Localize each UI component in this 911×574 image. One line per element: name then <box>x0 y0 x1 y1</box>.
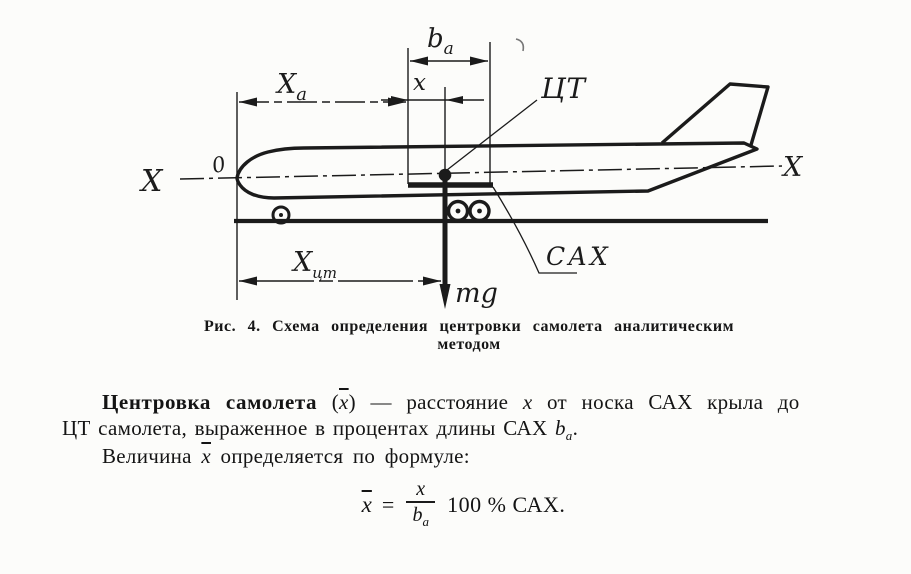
formula-fraction: x ba <box>406 478 436 533</box>
bold-term: Центровка самолета <box>102 390 318 414</box>
axis-x-left-label: X <box>139 164 164 199</box>
fraction-numerator: x <box>406 478 436 503</box>
mac-leader-line <box>492 186 577 274</box>
aircraft-centerline <box>179 165 783 180</box>
dimension-xcg: Xцт <box>239 247 441 286</box>
caption-line-1: Рис. 4. Схема определения центровки само… <box>204 318 734 335</box>
xa-label: Xa <box>275 69 307 105</box>
cg-leader-line <box>446 99 538 171</box>
cg-callout: ЦТ <box>446 72 587 171</box>
fraction-denominator: ba <box>412 504 429 529</box>
mg-label: mg <box>455 278 498 309</box>
axis-x-right-label: X <box>781 152 804 183</box>
dimension-xa: Xa <box>239 69 406 107</box>
figure-caption: Рис. 4. Схема определения центровки само… <box>27 318 911 354</box>
arrowhead-left-icon <box>239 276 257 286</box>
arrowhead-right-icon <box>423 276 441 286</box>
scan-artifact-mark <box>515 38 525 52</box>
formula-tail: 100 % САХ. <box>447 491 566 517</box>
origin-zero-label: 0 <box>210 152 228 178</box>
fuselage-outline <box>235 141 759 200</box>
figure-aircraft-cg-diagram: Xa ba x Xцт ЦТ <box>139 24 804 309</box>
mac-callout: САХ <box>492 186 611 274</box>
xbar-symbol: x <box>339 390 349 414</box>
arrowhead-right-icon <box>391 96 408 104</box>
ba-symbol: ba <box>554 416 573 444</box>
main-wheels <box>446 199 491 223</box>
paragraph-line-2: ЦТ самолета, выраженное в процентах длин… <box>62 416 579 444</box>
x-symbol: x <box>522 390 533 414</box>
caption-line-2: методом <box>437 336 501 353</box>
weight-arrowhead-icon <box>439 284 451 309</box>
ba-label: ba <box>427 24 454 59</box>
x-label: x <box>413 70 426 96</box>
arrowhead-right-icon <box>470 56 488 66</box>
paragraph-line-3: Величина x определяется по формуле: <box>102 444 470 468</box>
centering-formula: x = x ba 100 % САХ. <box>8 477 911 532</box>
arrowhead-left-icon <box>446 96 463 104</box>
cg-label: ЦТ <box>540 72 587 105</box>
equals-sign: = <box>381 491 395 517</box>
xcg-label: Xцт <box>291 247 337 282</box>
formula-xbar: x <box>361 491 372 517</box>
nose-wheel <box>271 205 291 225</box>
arrowhead-left-icon <box>239 97 257 107</box>
dimension-x: x <box>381 70 484 104</box>
vertical-stabilizer <box>660 82 770 146</box>
arrowhead-left-icon <box>410 56 428 66</box>
paragraph-line-1: Центровка самолета (x) — расстояние x от… <box>102 390 800 414</box>
mac-label: САХ <box>546 242 611 271</box>
xbar-symbol: x <box>201 444 211 468</box>
cg-point <box>438 168 452 182</box>
dimension-ba: ba <box>410 24 488 66</box>
